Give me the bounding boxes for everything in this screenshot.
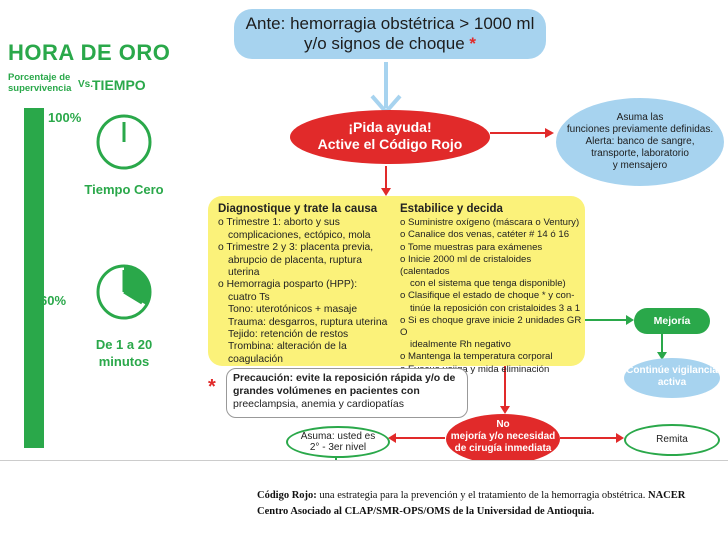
diagnose-item: cuatro Ts bbox=[228, 291, 270, 303]
stabilize-item: o Evacue vejiga y mida eliminación bbox=[400, 363, 550, 375]
assume-line-0: Asuma las bbox=[616, 112, 664, 123]
precaution-line2: grandes volúmenes en pacientes con bbox=[233, 385, 420, 397]
stabilize-item: tinúe la reposición con cristaloides 3 a… bbox=[410, 302, 581, 314]
no-improvement-box: No mejoría y/o necesidad de cirugía inme… bbox=[446, 414, 560, 464]
vs-label: Vs. bbox=[78, 79, 94, 90]
diagnose-item: Trombina: alteración de la coagulación bbox=[228, 341, 347, 365]
assume-level-line2: 2° - 3er nivel bbox=[309, 442, 367, 453]
diagnose-column: Diagnostique y trate la causa o Trimestr… bbox=[218, 203, 396, 366]
stabilize-item: o Canalice dos venas, catéter # 14 ó 16 bbox=[400, 229, 570, 241]
precaution-line3: preeclampsia, anemia y cardiopatías bbox=[233, 398, 405, 410]
stabilize-item: o Tome muestras para exámenes bbox=[400, 241, 543, 253]
no-line2: mejoría y/o necesidad bbox=[450, 431, 556, 442]
no-line1: No bbox=[496, 419, 510, 430]
survival-bar bbox=[24, 108, 44, 448]
no-line3: de cirugía inmediata bbox=[454, 443, 552, 454]
assume-line-2: Alerta: banco de sangre, bbox=[585, 136, 695, 147]
assume-level-box: Asuma: usted es 2° - 3er nivel bbox=[286, 426, 390, 458]
caption-area bbox=[0, 460, 728, 547]
clock-label-zero: Tiempo Cero bbox=[84, 182, 164, 197]
caption-bold1: Código Rojo: bbox=[257, 490, 317, 501]
help-line2: Active el Código Rojo bbox=[317, 136, 463, 152]
clock-label-20min: De 1 a 20 minutos bbox=[84, 336, 164, 370]
stabilize-item: o Si es choque grave inicie 2 unidades G… bbox=[400, 314, 582, 339]
diagnose-item: Trauma: desgarros, ruptura uterina bbox=[228, 316, 388, 328]
assume-functions-box: Asuma las funciones previamente definida… bbox=[556, 98, 724, 186]
precaution-line1: Precaución: evite la reposición rápida y… bbox=[233, 372, 456, 384]
continue-vigilance-box: Continúe vigilancia activa bbox=[624, 358, 720, 398]
precaution-box: Precaución: evite la reposición rápida y… bbox=[226, 368, 468, 418]
help-box: ¡Pida ayuda! Active el Código Rojo bbox=[290, 110, 490, 164]
diagnose-item: complicaciones, ectópico, mola bbox=[228, 229, 371, 241]
diagnose-heading: Diagnostique y trate la causa bbox=[218, 203, 378, 215]
help-line1: ¡Pida ayuda! bbox=[348, 119, 432, 135]
trigger-line2: y/o signos de choque bbox=[303, 34, 465, 53]
clock-label-20min-line1: De 1 a 20 bbox=[95, 337, 153, 352]
refer-box: Remita bbox=[624, 424, 720, 456]
axis-label-line1: Porcentaje de bbox=[8, 72, 71, 83]
stabilize-item: o Clasifique el estado de choque * y con… bbox=[400, 290, 575, 302]
caption-text1: una estrategia para la prevención y el t… bbox=[316, 490, 646, 501]
diagnose-item: abrupcio de placenta, ruptura uterina bbox=[228, 254, 362, 279]
diagnose-item: Tejido: retención de restos bbox=[228, 329, 349, 341]
stabilize-item: con el sistema que tenga disponible) bbox=[410, 278, 566, 290]
clock-label-20min-line2: minutos bbox=[98, 354, 150, 369]
stabilize-item: o Suministre oxígeno (máscara o Ventury) bbox=[400, 217, 580, 229]
diagnose-item: Tono: uterotónicos + masaje bbox=[228, 304, 358, 316]
trigger-line1: Ante: hemorragia obstétrica > 1000 ml bbox=[245, 14, 535, 33]
caption-line2: Centro Asociado al CLAP/SMR-OPS/OMS de l… bbox=[257, 506, 595, 517]
asterisk-icon: * bbox=[469, 34, 477, 53]
assume-line-3: transporte, laboratorio bbox=[591, 148, 689, 159]
assume-functions-text: Asuma las funciones previamente definida… bbox=[556, 112, 724, 172]
trigger-box: Ante: hemorragia obstétrica > 1000 ml y/… bbox=[234, 9, 546, 59]
stabilize-item: idealmente Rh negativo bbox=[410, 339, 511, 351]
caption-bold2: NACER bbox=[645, 490, 686, 501]
stabilize-item: o Mantenga la temperatura corporal bbox=[400, 351, 553, 363]
continue-line2: activa bbox=[657, 377, 687, 388]
stabilize-heading: Estabilice y decida bbox=[400, 203, 503, 215]
percent-60: 60% bbox=[40, 293, 67, 308]
continue-line1: Continúe vigilancia bbox=[626, 365, 718, 376]
trigger-line2-wrap: y/o signos de choque * bbox=[234, 34, 546, 54]
actions-panel bbox=[208, 196, 585, 366]
caption-line1: Código Rojo: una estrategia para la prev… bbox=[257, 488, 727, 504]
clock-icon-zero bbox=[96, 114, 152, 170]
caption-text: Código Rojo: una estrategia para la prev… bbox=[257, 488, 727, 520]
stabilize-item: o Inicie 2000 ml de cristaloides (calent… bbox=[400, 253, 532, 278]
axis-label-line2: supervivencia bbox=[8, 83, 72, 94]
diagnose-item: o Trimestre 1: aborto y sus bbox=[218, 217, 340, 229]
clock-icon-20min bbox=[96, 264, 152, 320]
stabilize-column: Estabilice y decida o Suministre oxígeno… bbox=[400, 203, 582, 376]
asterisk-icon: * bbox=[208, 376, 216, 398]
diagnose-item: o Trimestre 2 y 3: placenta previa, bbox=[218, 242, 374, 254]
percent-100: 100% bbox=[48, 110, 82, 125]
page-title: HORA DE ORO bbox=[8, 40, 171, 65]
assume-line-1: funciones previamente definidas. bbox=[566, 124, 714, 135]
improvement-box: Mejoría bbox=[634, 308, 710, 334]
assume-line-4: y mensajero bbox=[612, 160, 668, 171]
assume-level-line1: Asuma: usted es bbox=[300, 431, 376, 442]
axis-label: Porcentaje de supervivencia bbox=[8, 72, 78, 94]
tiempo-label: TIEMPO bbox=[92, 77, 146, 93]
diagnose-item: o Hemorragia posparto (HPP): bbox=[218, 279, 358, 291]
